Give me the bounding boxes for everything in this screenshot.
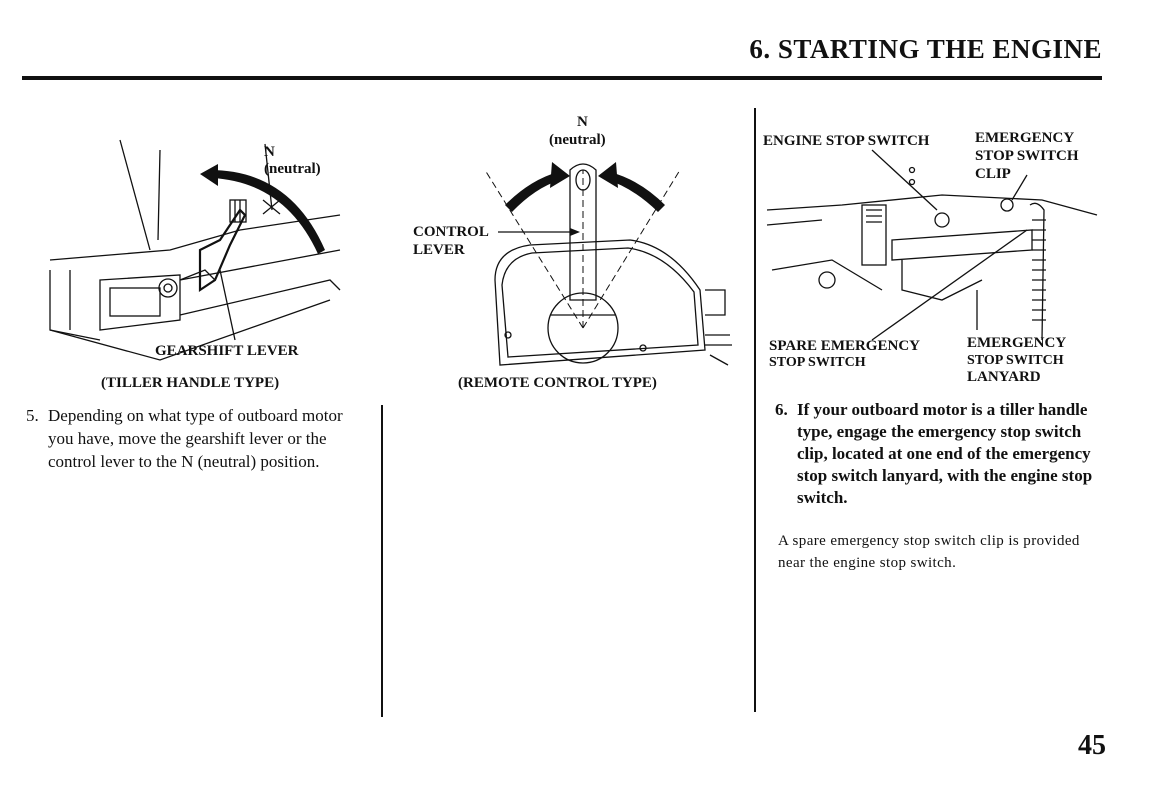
gearshift-lever-label: GEARSHIFT LEVER [155,343,299,359]
step-6-number: 6. [775,400,788,419]
column-divider-right [754,108,756,712]
step-6-text: If your outboard motor is a tiller handl… [797,400,1093,507]
spare-clip-note: A spare emergency stop switch clip is pr… [778,533,1080,571]
stop-switch-clip-label-line3: CLIP [975,166,1011,182]
remote-caption: (REMOTE CONTROL TYPE) [458,375,657,391]
page-title: 6. STARTING THE ENGINE [749,34,1102,64]
control-lever-label-line1: CONTROL [413,224,489,240]
stop-switch-lanyard-label-line3: LANYARD [967,369,1041,385]
stop-switch-clip-label-line1: EMERGENCY [975,130,1075,146]
step-5-number: 5. [26,406,39,425]
control-lever-label-line2: LEVER [413,242,465,258]
page-number: 45 [1078,730,1106,761]
spare-stop-switch-label-line1: SPARE EMERGENCY [769,338,920,354]
engine-stop-switch-label: ENGINE STOP SWITCH [763,133,930,149]
step-5-text: Depending on what type of outboard motor… [48,406,343,471]
remote-n-label: N [577,114,588,130]
tiller-n-label: N [264,144,275,160]
column-divider-left [381,405,383,717]
tiller-caption: (TILLER HANDLE TYPE) [101,375,280,391]
remote-control-illustration [484,162,732,366]
tiller-neutral-label: (neutral) [264,161,321,177]
stop-switch-clip-label-line2: STOP SWITCH [975,148,1079,164]
spare-stop-switch-label-line2: STOP SWITCH [769,355,866,370]
remote-neutral-label: (neutral) [549,132,606,148]
stop-switch-lanyard-label-line2: STOP SWITCH [967,353,1064,368]
header-rule [22,76,1102,80]
stop-switch-lanyard-label-line1: EMERGENCY [967,335,1067,351]
tiller-handle-illustration [49,139,341,361]
emergency-stop-switch-illustration [766,149,1098,341]
